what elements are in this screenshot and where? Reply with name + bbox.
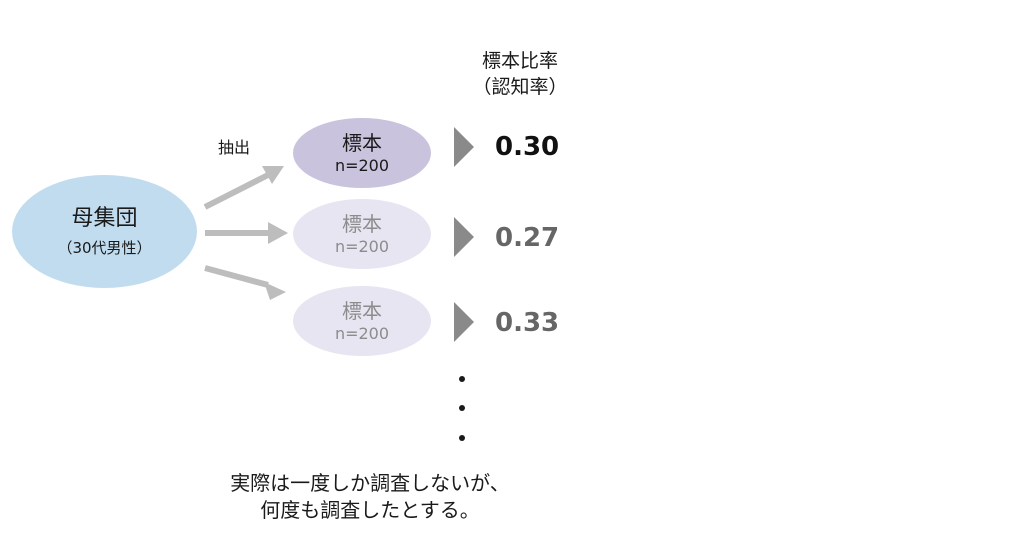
explanation-note: 実際は一度しか調査しないが、 何度も調査したとする。 [180, 470, 560, 524]
sample-size: n=200 [334, 324, 390, 343]
sample-ratio-1: 0.30 [495, 132, 560, 162]
ratio-header-line1: 標本比率 [481, 50, 558, 72]
sample-ellipse-1: 標本 n=200 [293, 118, 431, 188]
continuation-dot [459, 376, 465, 382]
sample-title: 標本 [342, 299, 382, 323]
population-title: 母集団 [71, 205, 138, 231]
pointer-triangle-icon [454, 127, 474, 167]
population-ellipse: 母集団 （30代男性） [12, 175, 197, 288]
ratio-header: 標本比率 （認知率） [460, 48, 580, 100]
arrow-to-sample-1 [203, 166, 284, 210]
extract-label: 抽出 [218, 138, 251, 157]
sample-size: n=200 [334, 156, 390, 175]
sample-ellipse-3: 標本 n=200 [293, 286, 431, 356]
continuation-dot [459, 435, 465, 441]
ratio-header-line2: （認知率） [472, 76, 568, 98]
population-subtitle: （30代男性） [57, 238, 152, 257]
sample-size: n=200 [334, 237, 390, 256]
sample-ratio-3: 0.33 [495, 308, 560, 338]
pointer-triangle-icon [454, 217, 474, 257]
explanation-note-line2: 何度も調査したとする。 [260, 498, 480, 522]
sample-title: 標本 [342, 212, 382, 236]
pointer-triangle-icon [454, 302, 474, 342]
continuation-dot [459, 405, 465, 411]
sample-ratio-2: 0.27 [495, 223, 560, 253]
arrow-to-sample-3 [204, 265, 286, 300]
sample-title: 標本 [342, 131, 382, 155]
explanation-note-line1: 実際は一度しか調査しないが、 [230, 471, 510, 495]
sample-ellipse-2: 標本 n=200 [293, 199, 431, 269]
arrow-to-sample-2 [205, 222, 288, 244]
